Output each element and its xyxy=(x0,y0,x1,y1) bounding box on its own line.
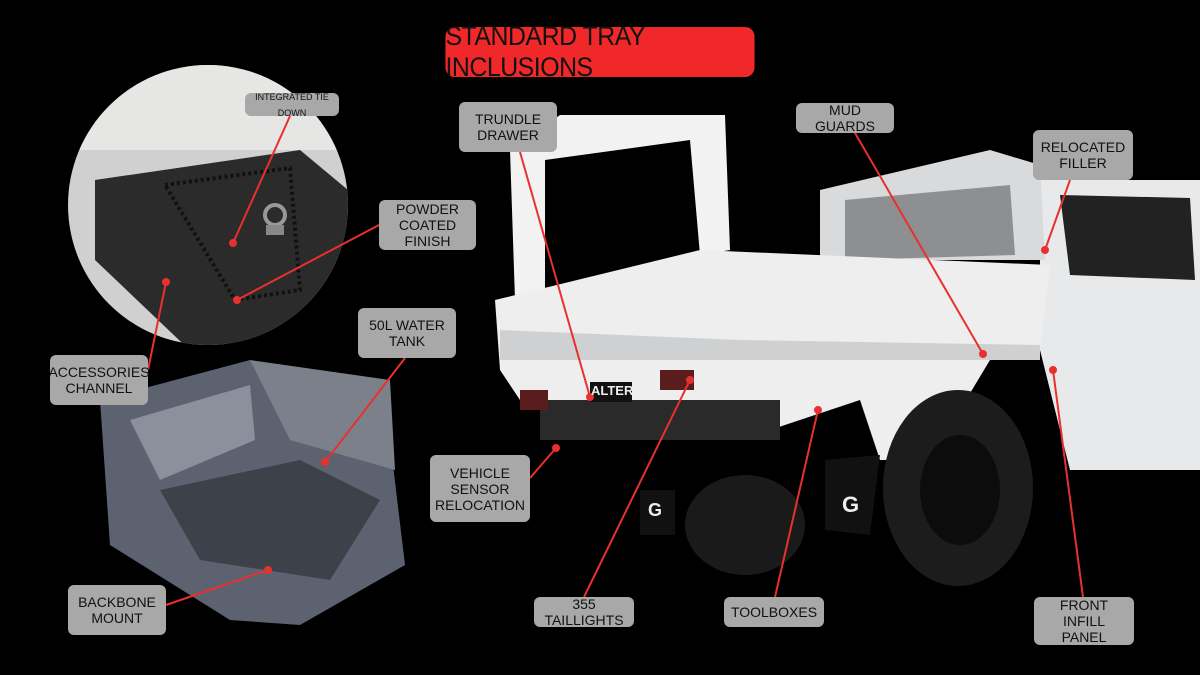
tray-3d-render xyxy=(100,360,405,625)
label-relocated-filler: RELOCATED FILLER xyxy=(1033,130,1133,180)
page-title: STANDARD TRAY INCLUSIONS xyxy=(445,21,755,82)
label-backbone-mount: BACKBONE MOUNT xyxy=(68,585,166,635)
license-plate: ALTERA xyxy=(591,383,643,398)
label-front-infill-panel: FRONT INFILL PANEL xyxy=(1034,597,1134,645)
label-toolboxes: TOOLBOXES xyxy=(724,597,824,627)
label-vehicle-sensor-relocation: VEHICLE SENSOR RELOCATION xyxy=(430,455,530,522)
label-accessories-channel: ACCESSORIES CHANNEL xyxy=(48,355,150,405)
mudflap-logo: G xyxy=(648,500,663,520)
label-integrated-tie-down: INTEGRATED TIE DOWN xyxy=(245,92,339,118)
label-water-tank: 50L WATER TANK xyxy=(358,308,456,358)
label-355-taillights: 355 TAILLIGHTS xyxy=(534,596,634,628)
callout-lines xyxy=(147,115,1084,606)
label-mud-guards: MUD GUARDS xyxy=(796,102,894,134)
label-powder-coated-finish: POWDER COATED FINISH xyxy=(379,200,476,250)
mudflap-logo: G xyxy=(842,492,860,517)
label-trundle-drawer: TRUNDLE DRAWER xyxy=(459,102,557,152)
truck-photo xyxy=(495,115,1200,586)
